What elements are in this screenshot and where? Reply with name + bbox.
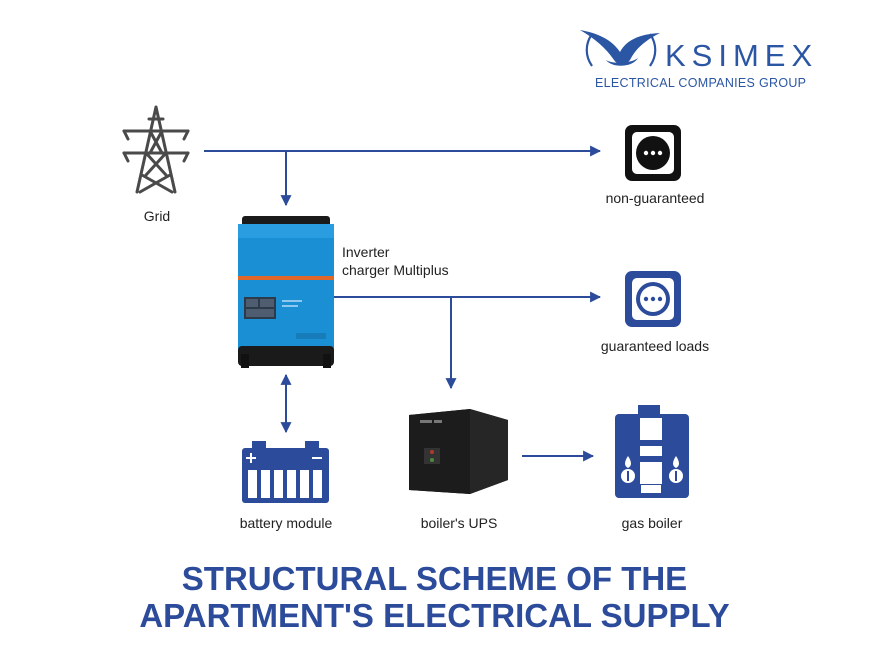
battery-icon [242,441,329,503]
guaranteed-loads-label: guaranteed loads [600,338,710,354]
ups-icon [409,409,508,494]
gas-boiler-label: gas boiler [621,515,683,531]
grid-label: Grid [143,208,171,224]
socket-icon [625,125,681,181]
socket-icon [625,271,681,327]
logo-tagline: ELECTRICAL COMPANIES GROUP [595,76,807,90]
edges [204,145,602,462]
title-line2: APARTMENT'S ELECTRICAL SUPPLY [139,597,730,634]
battery-module-label: battery module [239,515,333,531]
non-guaranteed-label: non-guaranteed [605,190,705,206]
inverter-label-line2: charger Multiplus [342,262,449,278]
inverter-icon [238,216,334,368]
boilers-ups-label: boiler's UPS [420,515,498,531]
inverter-label-line1: Inverter [342,244,390,260]
logo-wordmark: KSIMEX [665,38,819,73]
inverter-label: Inverter charger Multiplus [342,243,449,279]
title-line1: STRUCTURAL SCHEME OF THE [181,560,688,597]
power-tower-icon [122,105,190,194]
bird-icon [580,30,660,67]
diagram-title: STRUCTURAL SCHEME OF THE APARTMENT'S ELE… [0,560,869,634]
gas-boiler-icon [615,405,689,498]
